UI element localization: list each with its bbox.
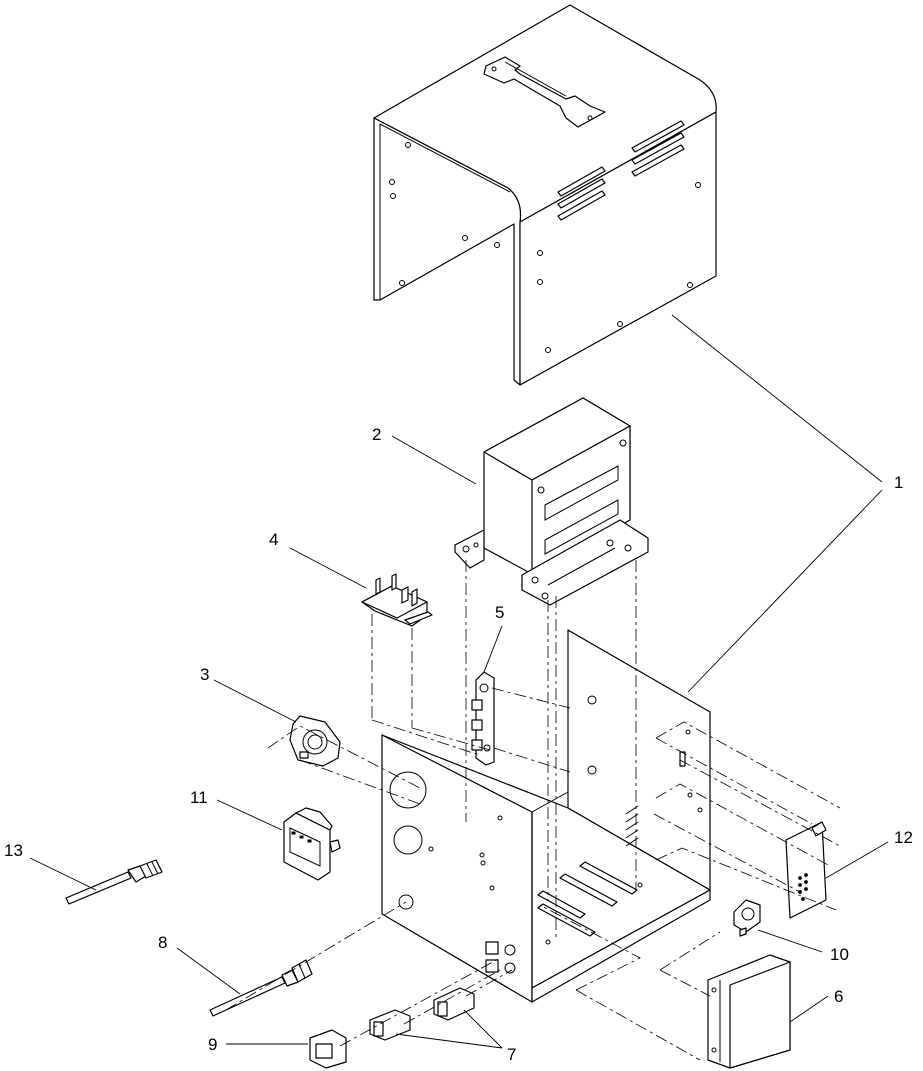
callout-13: 13 — [4, 841, 23, 860]
callout-11: 11 — [190, 788, 208, 807]
cover-part-1 — [373, 4, 717, 386]
callout-9: 9 — [208, 1035, 217, 1054]
callout-2: 2 — [372, 425, 381, 444]
callout-3: 3 — [200, 665, 209, 684]
receptacle-part-9 — [309, 1029, 347, 1069]
circuit-board-part-12 — [785, 821, 827, 919]
callout-4: 4 — [269, 530, 278, 549]
leader-lines — [29, 314, 889, 1049]
callout-8: 8 — [158, 933, 167, 952]
callout-5: 5 — [495, 603, 504, 622]
transformer-part-2 — [454, 397, 649, 606]
callout-labels: 1 2 3 4 5 6 7 8 9 10 11 12 13 — [4, 425, 913, 1064]
cord-part-13 — [65, 859, 163, 905]
meter-part-11 — [283, 807, 341, 881]
chassis-base — [381, 629, 711, 1003]
cord-part-8 — [209, 959, 313, 1017]
relay-part-4 — [361, 573, 433, 627]
callout-6: 6 — [834, 987, 843, 1006]
fuse-holder-part-7 — [369, 987, 475, 1041]
alignment-lines — [225, 560, 841, 1061]
breaker-part-3 — [289, 715, 341, 767]
thermostat-part-10 — [733, 899, 761, 937]
panel-cover-part-6 — [707, 954, 791, 1069]
terminal-block-part-5 — [471, 671, 495, 766]
callout-7: 7 — [507, 1045, 516, 1064]
callout-1: 1 — [894, 473, 903, 492]
callout-12: 12 — [894, 828, 913, 847]
callout-10: 10 — [830, 945, 849, 964]
